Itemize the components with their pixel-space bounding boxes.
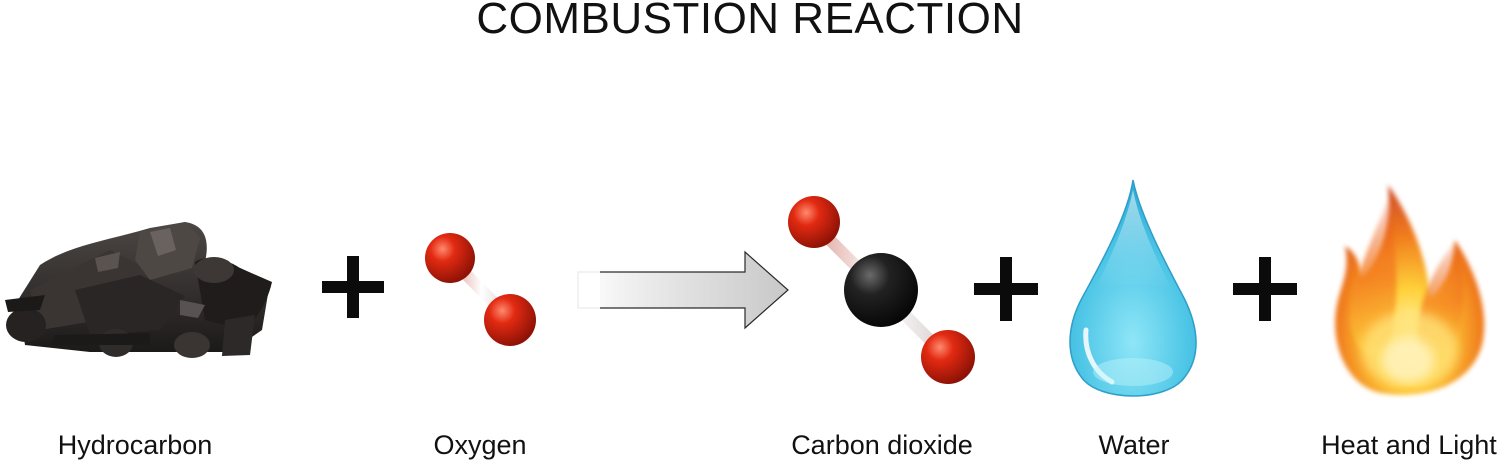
plus-sign [1233, 257, 1297, 321]
label-carbon-dioxide: Carbon dioxide [791, 430, 973, 460]
water-drop-icon [1069, 179, 1197, 397]
label-hydrocarbon: Hydrocarbon [57, 430, 213, 460]
plus-sign [974, 257, 1038, 321]
label-heat-and-light: Heat and Light [1321, 430, 1497, 460]
coal-pile-icon [5, 222, 272, 358]
label-oxygen: Oxygen [433, 430, 527, 460]
diagram-title: COMBUSTION REACTION [476, 0, 1024, 43]
label-water: Water [1098, 430, 1170, 460]
carbon-dioxide-molecule-icon [788, 196, 975, 384]
reaction-arrow [570, 250, 789, 330]
oxygen-molecule-icon [425, 233, 536, 346]
plus-sign [322, 256, 384, 318]
flame-icon [1335, 185, 1485, 395]
